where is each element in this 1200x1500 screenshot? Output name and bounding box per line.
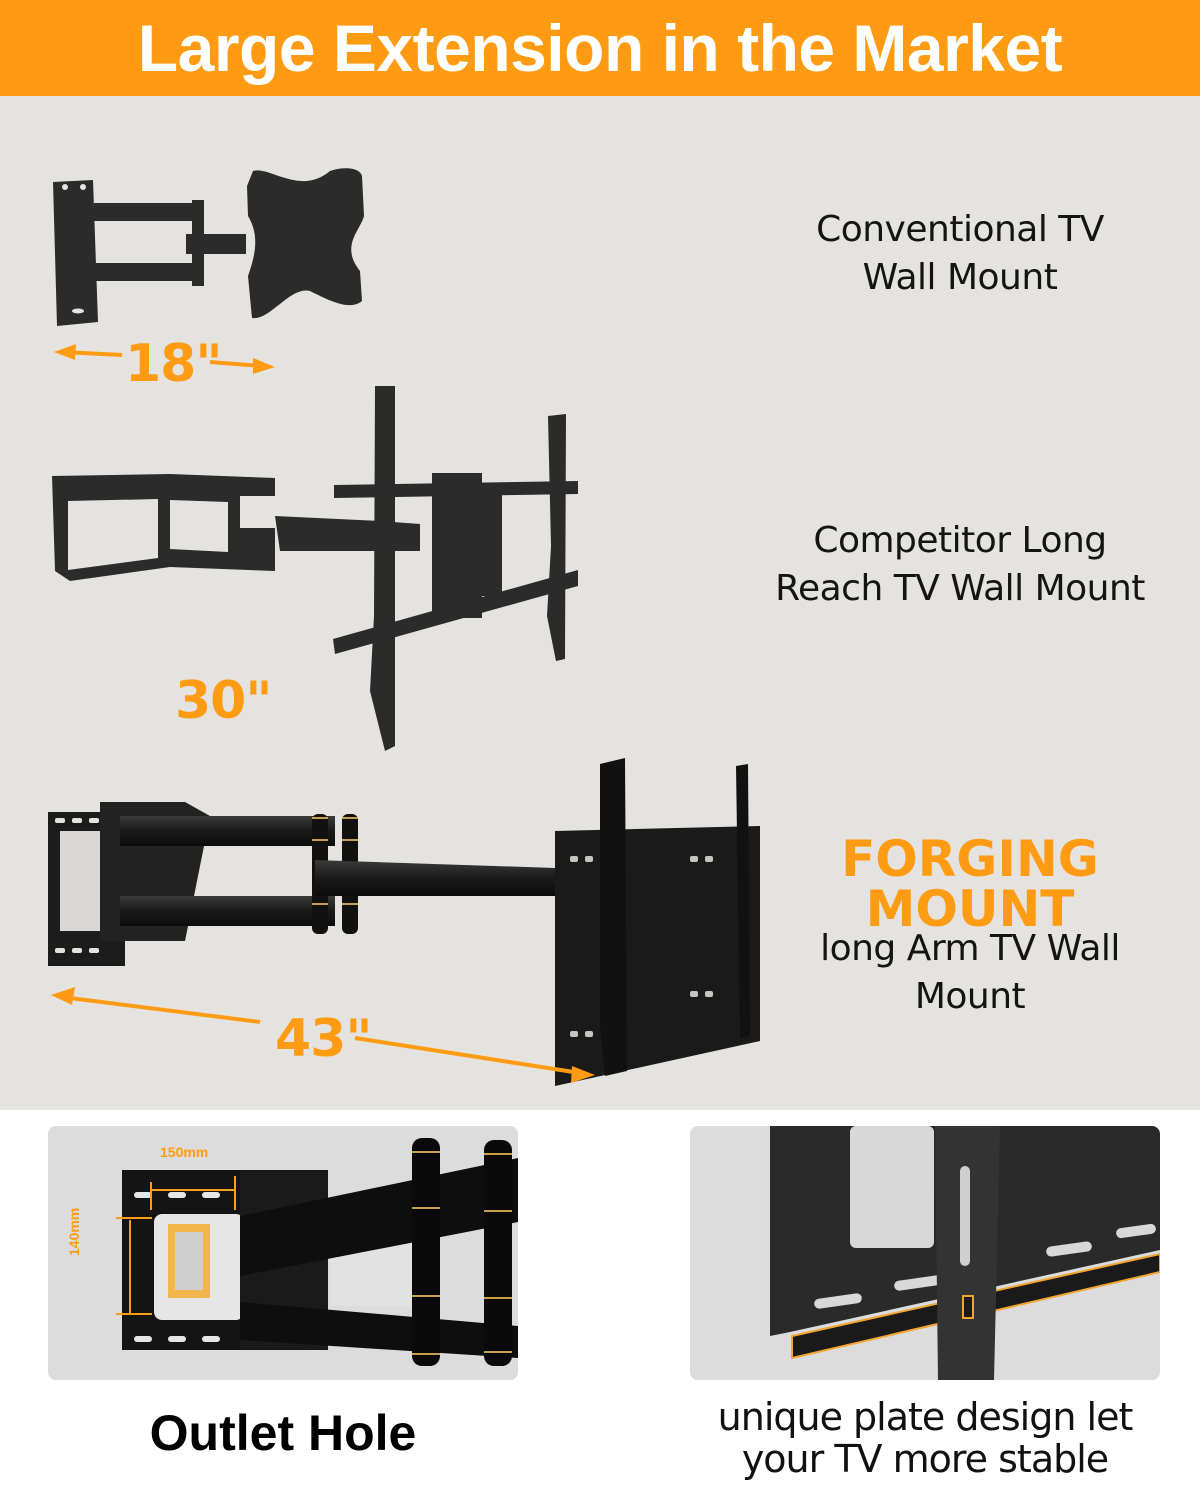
competitor-mount-silhouette xyxy=(52,386,578,751)
outlet-hole-caption: Outlet Hole xyxy=(149,1405,417,1461)
width-dimension: 150mm xyxy=(160,1144,209,1160)
dimension-43: 43" xyxy=(275,1009,372,1069)
dimension-18: 18" xyxy=(125,334,222,394)
dimension-30: 30" xyxy=(175,671,272,731)
double-arrow-18 xyxy=(54,344,275,374)
outlet-hole-illustration xyxy=(116,1138,518,1366)
conventional-mount-silhouette xyxy=(53,168,364,326)
forging-brand: FORGING MOUNT xyxy=(841,830,1099,938)
competitor-label: Competitor Long Reach TV Wall Mount xyxy=(775,520,1145,609)
outlet-hole-panel: 150mm 140mm xyxy=(48,1126,518,1380)
forging-mount-product xyxy=(48,758,760,1086)
double-arrow-43 xyxy=(51,987,595,1083)
forging-label: long Arm TV Wall Mount xyxy=(820,928,1120,1017)
banner-title: Large Extension in the Market xyxy=(137,11,1063,85)
height-dimension: 140mm xyxy=(66,1207,82,1256)
conventional-label: Conventional TV Wall Mount xyxy=(816,209,1104,298)
plate-design-illustration xyxy=(770,1126,1160,1380)
comparison-section: 18" Conventional TV Wall Mount xyxy=(0,96,1200,1110)
plate-design-panel xyxy=(690,1126,1160,1380)
header-banner: Large Extension in the Market xyxy=(0,0,1200,96)
plate-design-caption: unique plate design let your TV more sta… xyxy=(717,1395,1134,1481)
